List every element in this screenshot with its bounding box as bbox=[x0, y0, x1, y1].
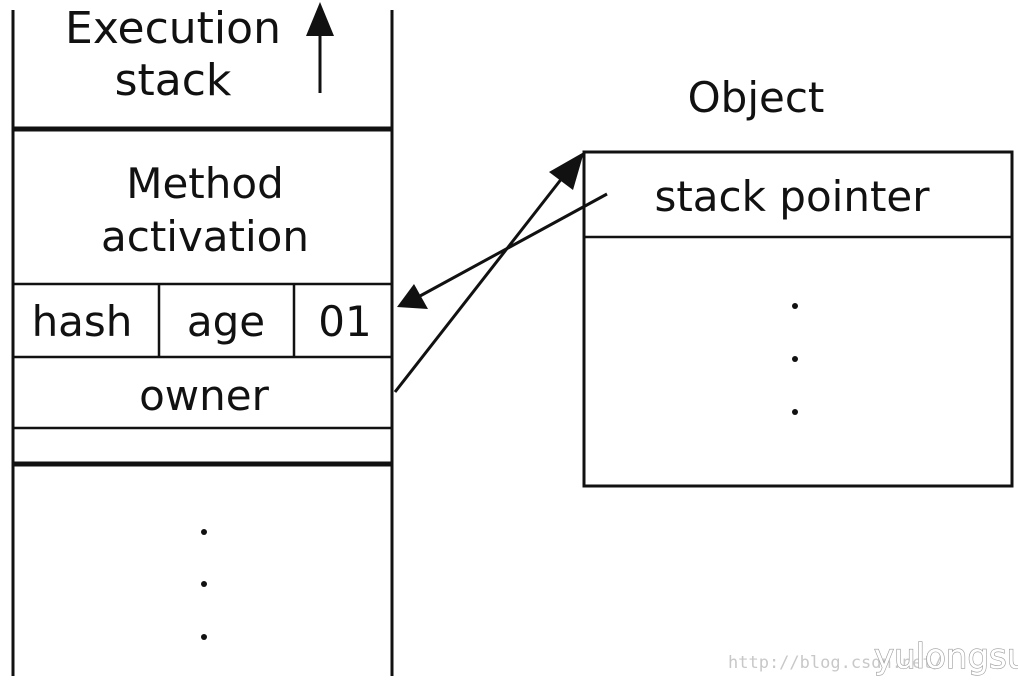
object-ellipsis-dot-1 bbox=[792, 303, 798, 309]
cell-lock-bits: 01 bbox=[318, 297, 371, 346]
stack-ellipsis-dot-3 bbox=[201, 634, 207, 640]
stack-pointer-label: stack pointer bbox=[654, 172, 930, 221]
object-title: Object bbox=[688, 73, 825, 122]
object-ellipsis-dot-3 bbox=[792, 409, 798, 415]
owner-label: owner bbox=[139, 371, 270, 420]
owner-to-object-arrow bbox=[393, 172, 568, 393]
pointer-arrows bbox=[393, 152, 608, 393]
growth-arrowhead-icon bbox=[306, 2, 334, 36]
watermark-url: http://blog.csdn.net/ bbox=[728, 653, 943, 673]
stack-ellipsis-dot-2 bbox=[201, 581, 207, 587]
execution-stack: Execution stack Method activation hash a… bbox=[11, 2, 394, 676]
watermark-name: yulongsun bbox=[874, 637, 1018, 677]
object-box: Object stack pointer bbox=[582, 73, 1014, 488]
method-activation-line2: activation bbox=[101, 212, 309, 261]
method-activation-line1: Method bbox=[126, 159, 284, 208]
cell-age: age bbox=[187, 297, 265, 346]
owner-to-object-arrowhead-icon bbox=[549, 152, 584, 190]
stack-ellipsis-dot-1 bbox=[201, 529, 207, 535]
object-ellipsis-dot-2 bbox=[792, 356, 798, 362]
watermark: http://blog.csdn.net/ yulongsun bbox=[728, 636, 1018, 677]
pointer-to-record-arrow bbox=[419, 192, 608, 298]
stack-title-line1: Execution bbox=[65, 3, 281, 54]
cell-hash: hash bbox=[32, 297, 133, 346]
object-border bbox=[582, 150, 1014, 488]
stack-title-line2: stack bbox=[115, 55, 232, 106]
pointer-to-record-arrowhead-icon bbox=[397, 284, 428, 309]
